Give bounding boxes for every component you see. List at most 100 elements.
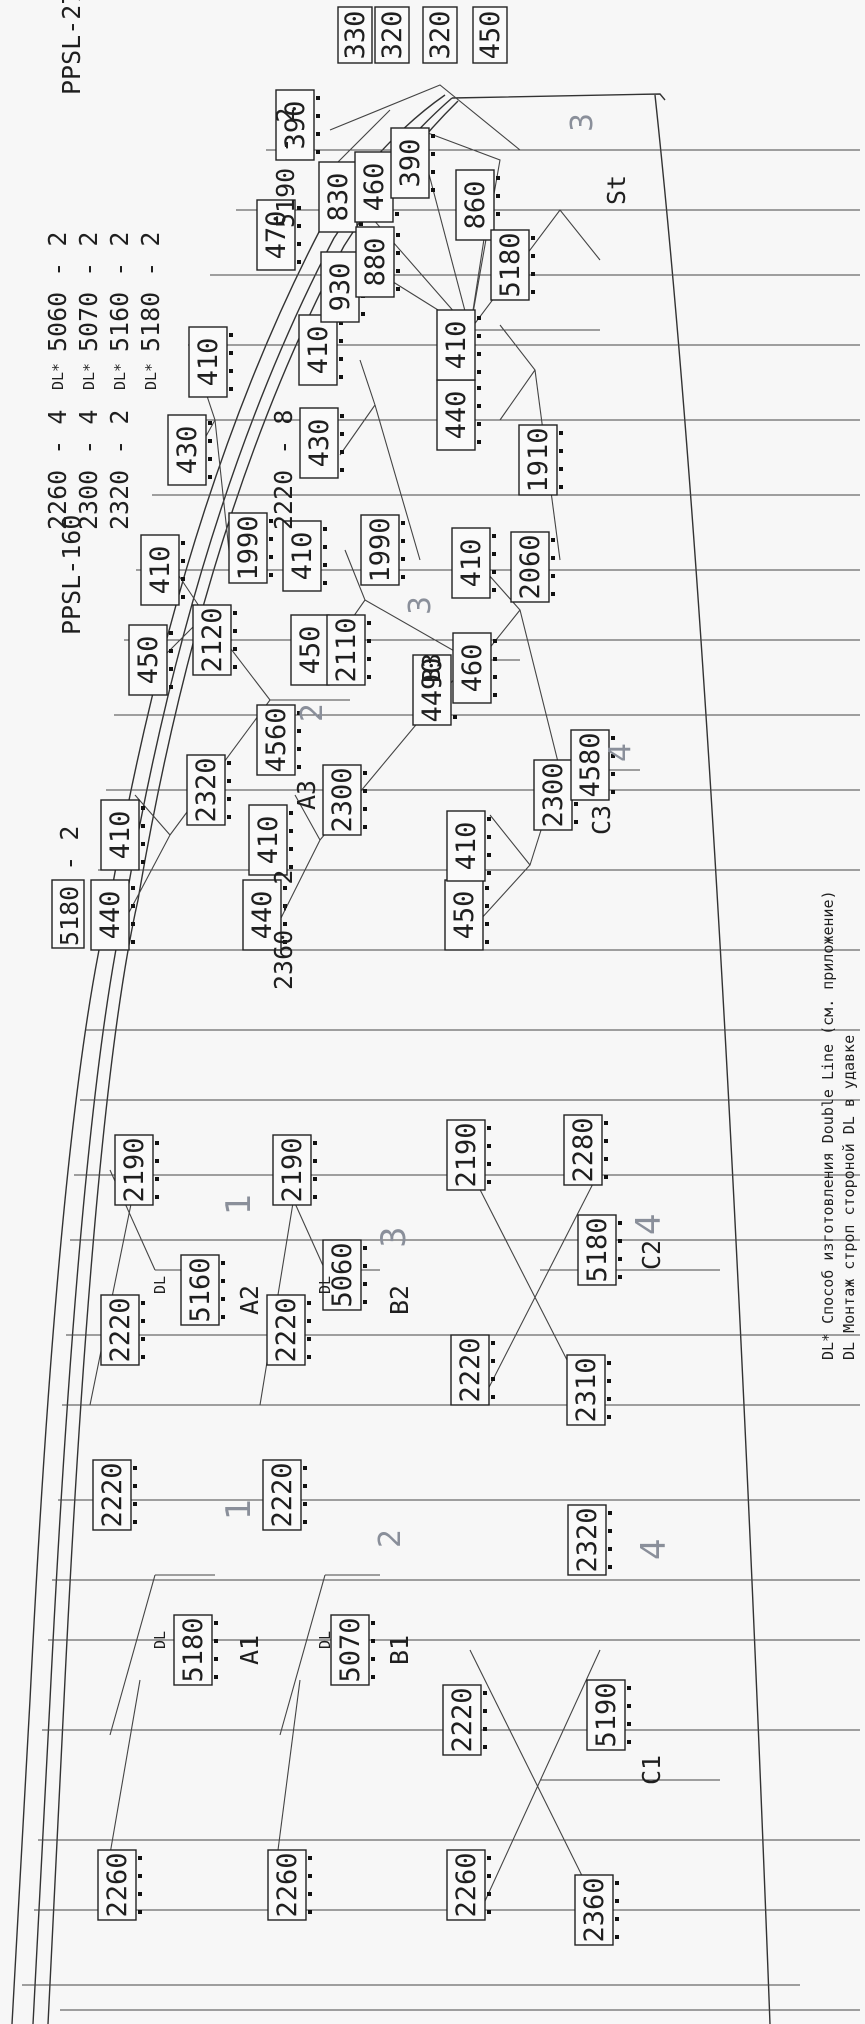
- pen-mark-4: 1: [219, 1193, 259, 1215]
- box-b3-m3: 1990: [360, 514, 405, 586]
- legend-b-1: 5070 - 2: [74, 232, 103, 352]
- box-c3-t3: 460: [452, 632, 497, 704]
- box-label: 2060: [515, 534, 546, 599]
- box-c2-tl: 2190: [446, 1119, 491, 1191]
- box-label: 5070: [335, 1617, 366, 1682]
- svg-text:330: 330: [340, 11, 371, 60]
- box-b3-t3: 450: [290, 614, 335, 686]
- label-c1: C1: [637, 1755, 666, 1785]
- box-label: 2320: [572, 1507, 603, 1572]
- box-a3-t1: 440: [90, 879, 135, 951]
- box-a2-left: 2190: [114, 1134, 159, 1206]
- pen-mark-5: 3: [374, 1226, 414, 1248]
- box-b2-left: 2190: [272, 1134, 317, 1206]
- box-label: 5180: [495, 232, 526, 297]
- pen-mark-3: 4: [634, 1538, 674, 1560]
- box-a1-left: 2220: [92, 1459, 137, 1531]
- pen-mark-9: 4: [603, 743, 638, 762]
- box-label: 2360: [579, 1877, 610, 1942]
- box-label: 2220: [455, 1337, 486, 1402]
- box-label: 410: [441, 321, 472, 370]
- box-c3-t1: 450: [444, 879, 489, 951]
- legend-r1-group: 5180 - 2: [51, 826, 85, 949]
- box-st-2: 470: [256, 199, 301, 271]
- box-c1-bl: 2320: [567, 1504, 612, 1576]
- box-label: 410: [253, 816, 284, 865]
- box-c3-m3: 1910: [518, 424, 563, 496]
- note-line-2: DL Монтаж строп стороной DL в удавке: [840, 1035, 858, 1360]
- box-a1-main: 5180: [173, 1614, 218, 1686]
- box-a2-right: 2220: [100, 1294, 145, 1366]
- box-c1-main: 5190: [586, 1679, 631, 1751]
- label-dl-a1: DL: [151, 1631, 169, 1649]
- label-b3: B3: [417, 653, 446, 683]
- box-c3-t2: 410: [446, 810, 491, 882]
- box-label: 2190: [451, 1122, 482, 1187]
- box-label: 2310: [571, 1357, 602, 1422]
- box-b2-main: 5060: [322, 1239, 367, 1311]
- box-label: 430: [304, 419, 335, 468]
- box-c2-tr: 2220: [450, 1334, 495, 1406]
- box-a3-t4: 410: [140, 534, 185, 606]
- box-label: 2260: [451, 1852, 482, 1917]
- legend-top-right-partial: 5190 - 2: [271, 108, 300, 228]
- pen-marks: 1 2 4 1 3 4 2 3 4 3: [219, 113, 674, 1560]
- legend-ppsl160: PPSL-160: [57, 515, 86, 635]
- box-label: 390: [280, 101, 311, 150]
- box-label: 410: [287, 532, 318, 581]
- box-label: 1990: [233, 515, 264, 580]
- label-c2: C2: [637, 1240, 666, 1270]
- box-a3-t5: 430: [167, 414, 212, 486]
- legend-b-3: 5180 - 2: [136, 232, 165, 352]
- legend-b-prefix-2: DL*: [111, 363, 129, 390]
- canopy-outline: [11, 93, 860, 2024]
- svg-text:320: 320: [425, 11, 456, 60]
- pen-mark-8: 3: [403, 596, 438, 615]
- box-label: 440: [95, 891, 126, 940]
- box-label: 2260: [272, 1852, 303, 1917]
- box-label: 5190: [591, 1682, 622, 1747]
- box-st-4: 830: [318, 161, 363, 233]
- legend-ppsl275: PPSL-275: [57, 0, 86, 95]
- box-c1-tl: 2220: [442, 1684, 487, 1756]
- box-c3-m2: 2060: [510, 531, 555, 603]
- legend-top-partial: 2360 - 2: [269, 870, 298, 990]
- pen-mark-10: 3: [565, 113, 600, 132]
- legend-a-2: 2300 - 4: [74, 410, 103, 530]
- box-label: 470: [261, 211, 292, 260]
- box-label: 2110: [331, 617, 362, 682]
- box-label: 4580: [575, 732, 606, 797]
- pen-mark-1: 1: [219, 1498, 259, 1520]
- box-a3-m3: 1990: [228, 512, 273, 584]
- label-dl-a2: DL: [151, 1276, 169, 1294]
- box-c1-br: 2360: [574, 1874, 619, 1946]
- label-c3: C3: [587, 805, 616, 835]
- box-label: 930: [325, 263, 356, 312]
- box-st-5: 880: [355, 226, 400, 298]
- box-label: 2220: [271, 1297, 302, 1362]
- box-label: 410: [193, 338, 224, 387]
- right-column-item: 330: [337, 6, 373, 64]
- box-c2-bl: 2280: [563, 1114, 608, 1186]
- legend: 2360 - 2 PPSL-160 PPSL-275 2220 - 8 2260…: [43, 0, 300, 990]
- box-label: 4490: [417, 657, 448, 722]
- box-label: 460: [457, 644, 488, 693]
- box-c3-t5: 440: [436, 379, 481, 451]
- box-label: 5060: [327, 1242, 358, 1307]
- box-a3-t6: 410: [188, 326, 233, 398]
- box-b2-right: 2220: [266, 1294, 311, 1366]
- label-dl-b2: DL: [316, 1276, 334, 1294]
- legend-b-prefix-0: DL*: [49, 363, 67, 390]
- box-a3-t2: 410: [100, 799, 145, 871]
- box-st-7: 390: [390, 127, 435, 199]
- box-b3-t4: 410: [282, 520, 327, 592]
- box-b3-t6: 410: [298, 314, 343, 386]
- box-st-main: 5180: [490, 229, 535, 301]
- box-b3-m1: 2300: [322, 764, 367, 836]
- box-c3-t6: 410: [436, 309, 481, 381]
- box-label: 5180: [178, 1617, 209, 1682]
- legend-a-1: 2260 - 4: [43, 410, 72, 530]
- svg-text:450: 450: [475, 11, 506, 60]
